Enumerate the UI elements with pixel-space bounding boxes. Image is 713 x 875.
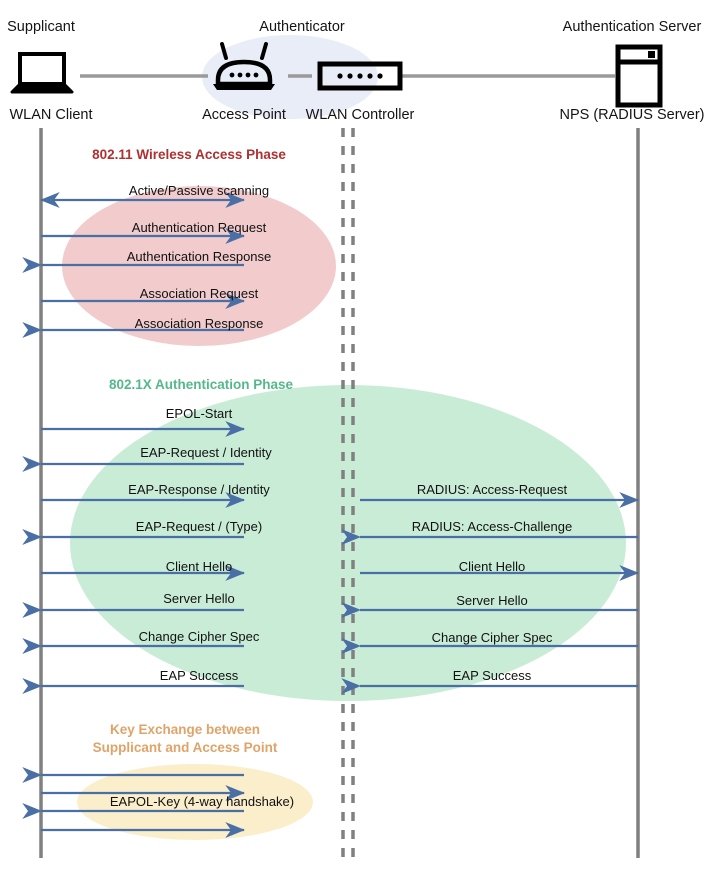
message-label: Client Hello bbox=[165, 559, 233, 574]
message-label: Active/Passive scanning bbox=[128, 183, 270, 198]
message-label: Association Response bbox=[134, 316, 264, 331]
message-label: EAP-Request / (Type) bbox=[135, 519, 263, 534]
message-label: Change Cipher Spec bbox=[138, 629, 260, 644]
phase-label-key-exchange-line1: Key Exchange between bbox=[109, 722, 261, 737]
actor-role-auth-server: Authentication Server bbox=[562, 19, 702, 35]
phase-label-key-exchange-line2: Supplicant and Access Point bbox=[92, 740, 278, 755]
actor-device-wlan-client: WLAN Client bbox=[9, 107, 93, 123]
message-label: Server Hello bbox=[163, 591, 235, 606]
message-label: EPOL-Start bbox=[165, 406, 233, 421]
server-icon bbox=[615, 44, 663, 108]
phase-label-wireless-access: 802.11 Wireless Access Phase bbox=[92, 147, 286, 162]
message-label: RADIUS: Access-Challenge bbox=[411, 519, 573, 534]
key-exchange-phase-ellipse bbox=[77, 764, 313, 840]
message-label: Client Hello bbox=[458, 559, 526, 574]
actor-device-wlan-controller: WLAN Controller bbox=[305, 107, 415, 123]
wireless-router-icon bbox=[213, 42, 275, 90]
phase-label-dot1x-authentication: 802.1X Authentication Phase bbox=[108, 377, 294, 392]
message-label: EAPOL-Key (4-way handshake) bbox=[109, 794, 295, 809]
message-label: EAP-Response / Identity bbox=[128, 482, 270, 497]
message-label: Server Hello bbox=[456, 593, 528, 608]
laptop-icon bbox=[10, 52, 74, 94]
message-label: Association Request bbox=[139, 286, 259, 301]
actor-device-access-point: Access Point bbox=[202, 107, 286, 123]
message-label: EAP Success bbox=[159, 668, 239, 683]
message-label: Authentication Request bbox=[131, 220, 267, 235]
wlan-controller-icon bbox=[317, 61, 403, 91]
message-label: EAP Success bbox=[452, 668, 532, 683]
message-label: EAP-Request / Identity bbox=[140, 445, 272, 460]
message-label: Change Cipher Spec bbox=[431, 630, 553, 645]
actor-role-authenticator: Authenticator bbox=[259, 19, 345, 35]
actor-role-supplicant: Supplicant bbox=[7, 19, 75, 35]
actor-device-nps-radius-server: NPS (RADIUS Server) bbox=[559, 107, 705, 123]
message-label: RADIUS: Access-Request bbox=[416, 482, 568, 497]
message-label: Authentication Response bbox=[126, 249, 272, 264]
